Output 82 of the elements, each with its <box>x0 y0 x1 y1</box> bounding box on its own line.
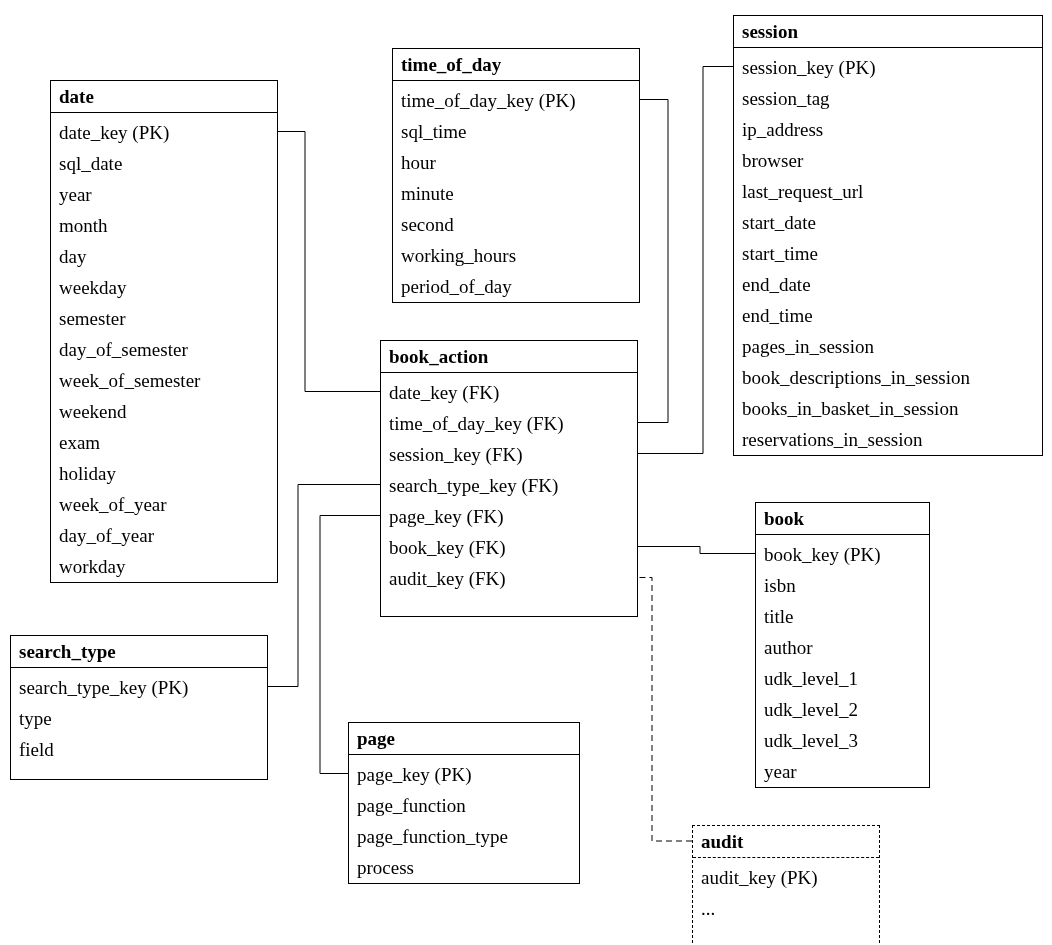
field-name: workday <box>58 555 127 579</box>
field-name: ip_address <box>741 118 825 142</box>
field-name: working_hours <box>400 244 518 268</box>
field-name: pages_in_session <box>741 335 875 359</box>
field-name: session_key (FK) <box>388 443 524 467</box>
table-box <box>733 15 1043 456</box>
field-name: isbn <box>763 574 797 598</box>
field-name: author <box>763 636 814 660</box>
field-name: reservations_in_session <box>741 428 924 452</box>
field-name: second <box>400 213 455 237</box>
table-box <box>392 48 640 303</box>
table-name: audit <box>693 826 879 858</box>
table-name: search_type <box>11 636 267 668</box>
table-name: book_action <box>381 341 637 373</box>
field-name: last_request_url <box>741 180 865 204</box>
relationship-line <box>637 577 693 842</box>
field-name: week_of_year <box>58 493 168 517</box>
field-name: time_of_day_key (PK) <box>400 89 577 113</box>
field-name: minute <box>400 182 455 206</box>
field-name: sql_date <box>58 152 124 176</box>
relationship-line <box>319 515 381 774</box>
table-name: time_of_day <box>393 49 639 81</box>
field-name: book_key (FK) <box>388 536 507 560</box>
relationship-line <box>267 484 381 687</box>
field-name: end_date <box>741 273 812 297</box>
table-box <box>380 340 638 617</box>
field-name: holiday <box>58 462 117 486</box>
relationship-line <box>637 66 734 454</box>
field-name: page_key (FK) <box>388 505 505 529</box>
field-name: page_function <box>356 794 467 818</box>
relationship-line <box>277 131 381 392</box>
field-name: page_key (PK) <box>356 763 473 787</box>
table-box <box>348 722 580 884</box>
field-name: date_key (FK) <box>388 381 501 405</box>
field-name: audit_key (FK) <box>388 567 507 591</box>
field-name: books_in_basket_in_session <box>741 397 960 421</box>
field-name: udk_level_2 <box>763 698 859 722</box>
field-name: page_function_type <box>356 825 509 849</box>
table-box <box>692 825 880 943</box>
field-name: search_type_key (PK) <box>18 676 190 700</box>
field-name: book_key (PK) <box>763 543 882 567</box>
field-name: exam <box>58 431 102 455</box>
table-name: session <box>734 16 1042 48</box>
field-name: type <box>18 707 53 731</box>
field-name: hour <box>400 151 437 175</box>
field-name: udk_level_3 <box>763 729 859 753</box>
field-name: start_time <box>741 242 819 266</box>
field-name: semester <box>58 307 127 331</box>
field-name: month <box>58 214 109 238</box>
field-name: day_of_semester <box>58 338 189 362</box>
table-name: date <box>51 81 277 113</box>
field-name: book_descriptions_in_session <box>741 366 971 390</box>
field-name: end_time <box>741 304 814 328</box>
field-name: title <box>763 605 795 629</box>
field-name: year <box>763 760 798 784</box>
field-name: udk_level_1 <box>763 667 859 691</box>
field-name: browser <box>741 149 805 173</box>
field-name: week_of_semester <box>58 369 202 393</box>
field-name: session_tag <box>741 87 831 111</box>
field-name: time_of_day_key (FK) <box>388 412 565 436</box>
field-name: search_type_key (FK) <box>388 474 560 498</box>
field-name: start_date <box>741 211 817 235</box>
field-name: audit_key (PK) <box>700 866 819 890</box>
table-box <box>755 502 930 788</box>
field-name: date_key (PK) <box>58 121 171 145</box>
field-name: session_key (PK) <box>741 56 877 80</box>
table-box <box>50 80 278 583</box>
relationship-line <box>637 546 756 554</box>
field-name: weekend <box>58 400 128 424</box>
table-name: book <box>756 503 929 535</box>
field-name: day_of_year <box>58 524 155 548</box>
field-name: sql_time <box>400 120 468 144</box>
field-name: field <box>18 738 55 762</box>
relationship-line <box>637 99 669 423</box>
field-name: weekday <box>58 276 128 300</box>
table-box <box>10 635 268 780</box>
field-name: period_of_day <box>400 275 513 299</box>
field-name: year <box>58 183 93 207</box>
table-name: page <box>349 723 579 755</box>
field-name: process <box>356 856 415 880</box>
field-name: day <box>58 245 88 269</box>
field-name: ... <box>700 897 717 921</box>
